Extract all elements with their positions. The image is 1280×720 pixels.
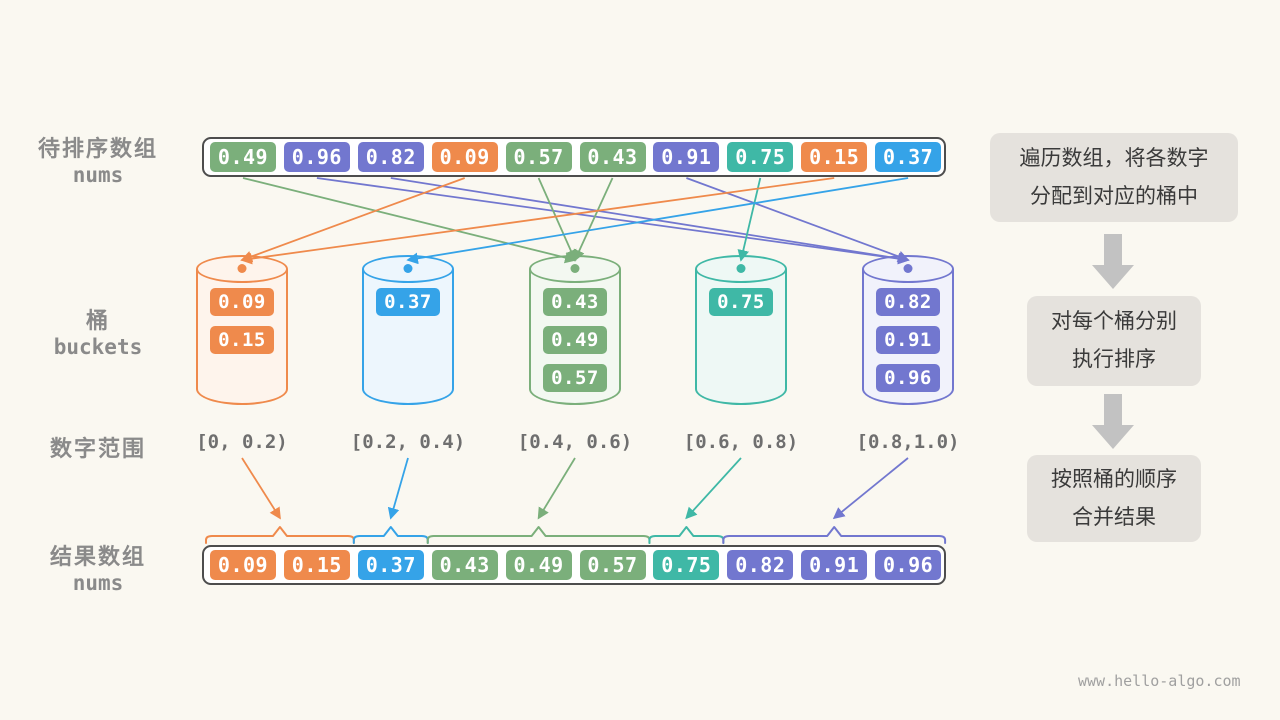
bucket-3 xyxy=(695,255,787,405)
value-chip: 0.96 xyxy=(876,364,940,392)
bucket-ellipse xyxy=(695,255,787,283)
value-chip: 0.91 xyxy=(801,550,868,580)
value-chip: 0.82 xyxy=(876,288,940,316)
range-label-2: [0.4, 0.6) xyxy=(517,431,633,453)
value-chip: 0.15 xyxy=(210,326,274,354)
step-text-line: 对每个桶分别 xyxy=(1051,310,1177,334)
step-text-line: 遍历数组，将各数字 xyxy=(1019,146,1209,170)
bucket-ellipse xyxy=(362,255,454,283)
label-result-array: 结果数组 nums xyxy=(8,539,188,595)
value-chip: 0.49 xyxy=(505,550,572,580)
value-chip: 0.82 xyxy=(727,550,794,580)
value-chip: 0.57 xyxy=(505,142,572,172)
value-chip: 0.75 xyxy=(653,550,720,580)
label-range-title: 数字范围 xyxy=(49,436,146,461)
value-chip: 0.57 xyxy=(543,364,607,392)
value-chip: 0.15 xyxy=(283,550,350,580)
label-buckets-title: 桶 xyxy=(85,308,110,333)
value-chip: 0.49 xyxy=(210,142,276,172)
value-chip: 0.75 xyxy=(709,288,773,316)
label-input-array-title: 待排序数组 xyxy=(37,136,158,161)
value-chip: 0.82 xyxy=(357,142,424,172)
step-box-distribute: 遍历数组，将各数字 分配到对应的桶中 xyxy=(990,133,1238,222)
value-chip: 0.09 xyxy=(210,288,274,316)
step-text-line: 分配到对应的桶中 xyxy=(1030,184,1198,208)
value-chip: 0.96 xyxy=(875,550,942,580)
value-chip: 0.09 xyxy=(210,550,276,580)
step-text-line: 合并结果 xyxy=(1072,505,1156,529)
label-result-array-sub: nums xyxy=(72,571,124,595)
value-chip: 0.57 xyxy=(579,550,646,580)
bucket-1 xyxy=(362,255,454,405)
value-chip: 0.91 xyxy=(876,326,940,354)
value-chip: 0.43 xyxy=(543,288,607,316)
value-chip: 0.49 xyxy=(543,326,607,354)
value-chip: 0.15 xyxy=(801,142,868,172)
value-chip: 0.43 xyxy=(579,142,646,172)
bucket-ellipse xyxy=(862,255,954,283)
watermark: www.hello-algo.com xyxy=(1078,672,1241,690)
value-chip: 0.43 xyxy=(431,550,498,580)
step-text-line: 按照桶的顺序 xyxy=(1051,467,1177,491)
value-chip: 0.37 xyxy=(357,550,424,580)
label-input-array: 待排序数组 nums xyxy=(8,131,188,187)
bucket-ellipse xyxy=(529,255,621,283)
label-result-array-title: 结果数组 xyxy=(49,544,146,569)
label-buckets-sub: buckets xyxy=(53,335,143,359)
value-chip: 0.37 xyxy=(376,288,440,316)
value-chip: 0.91 xyxy=(653,142,720,172)
range-label-1: [0.2, 0.4) xyxy=(350,431,466,453)
value-chip: 0.09 xyxy=(431,142,498,172)
step-box-merge: 按照桶的顺序 合并结果 xyxy=(1027,455,1201,542)
range-label-0: [0, 0.2) xyxy=(196,431,288,453)
value-chip: 0.75 xyxy=(727,142,794,172)
label-input-array-sub: nums xyxy=(72,163,124,187)
range-label-4: [0.8,1.0) xyxy=(856,431,960,453)
range-label-3: [0.6, 0.8) xyxy=(683,431,799,453)
value-chip: 0.37 xyxy=(875,142,942,172)
step-text-line: 执行排序 xyxy=(1072,348,1156,371)
label-range: 数字范围 xyxy=(8,431,188,463)
step-box-sort: 对每个桶分别 执行排序 xyxy=(1027,296,1201,386)
bucket-ellipse xyxy=(196,255,288,283)
value-chip: 0.96 xyxy=(283,142,350,172)
label-buckets: 桶 buckets xyxy=(8,303,188,359)
